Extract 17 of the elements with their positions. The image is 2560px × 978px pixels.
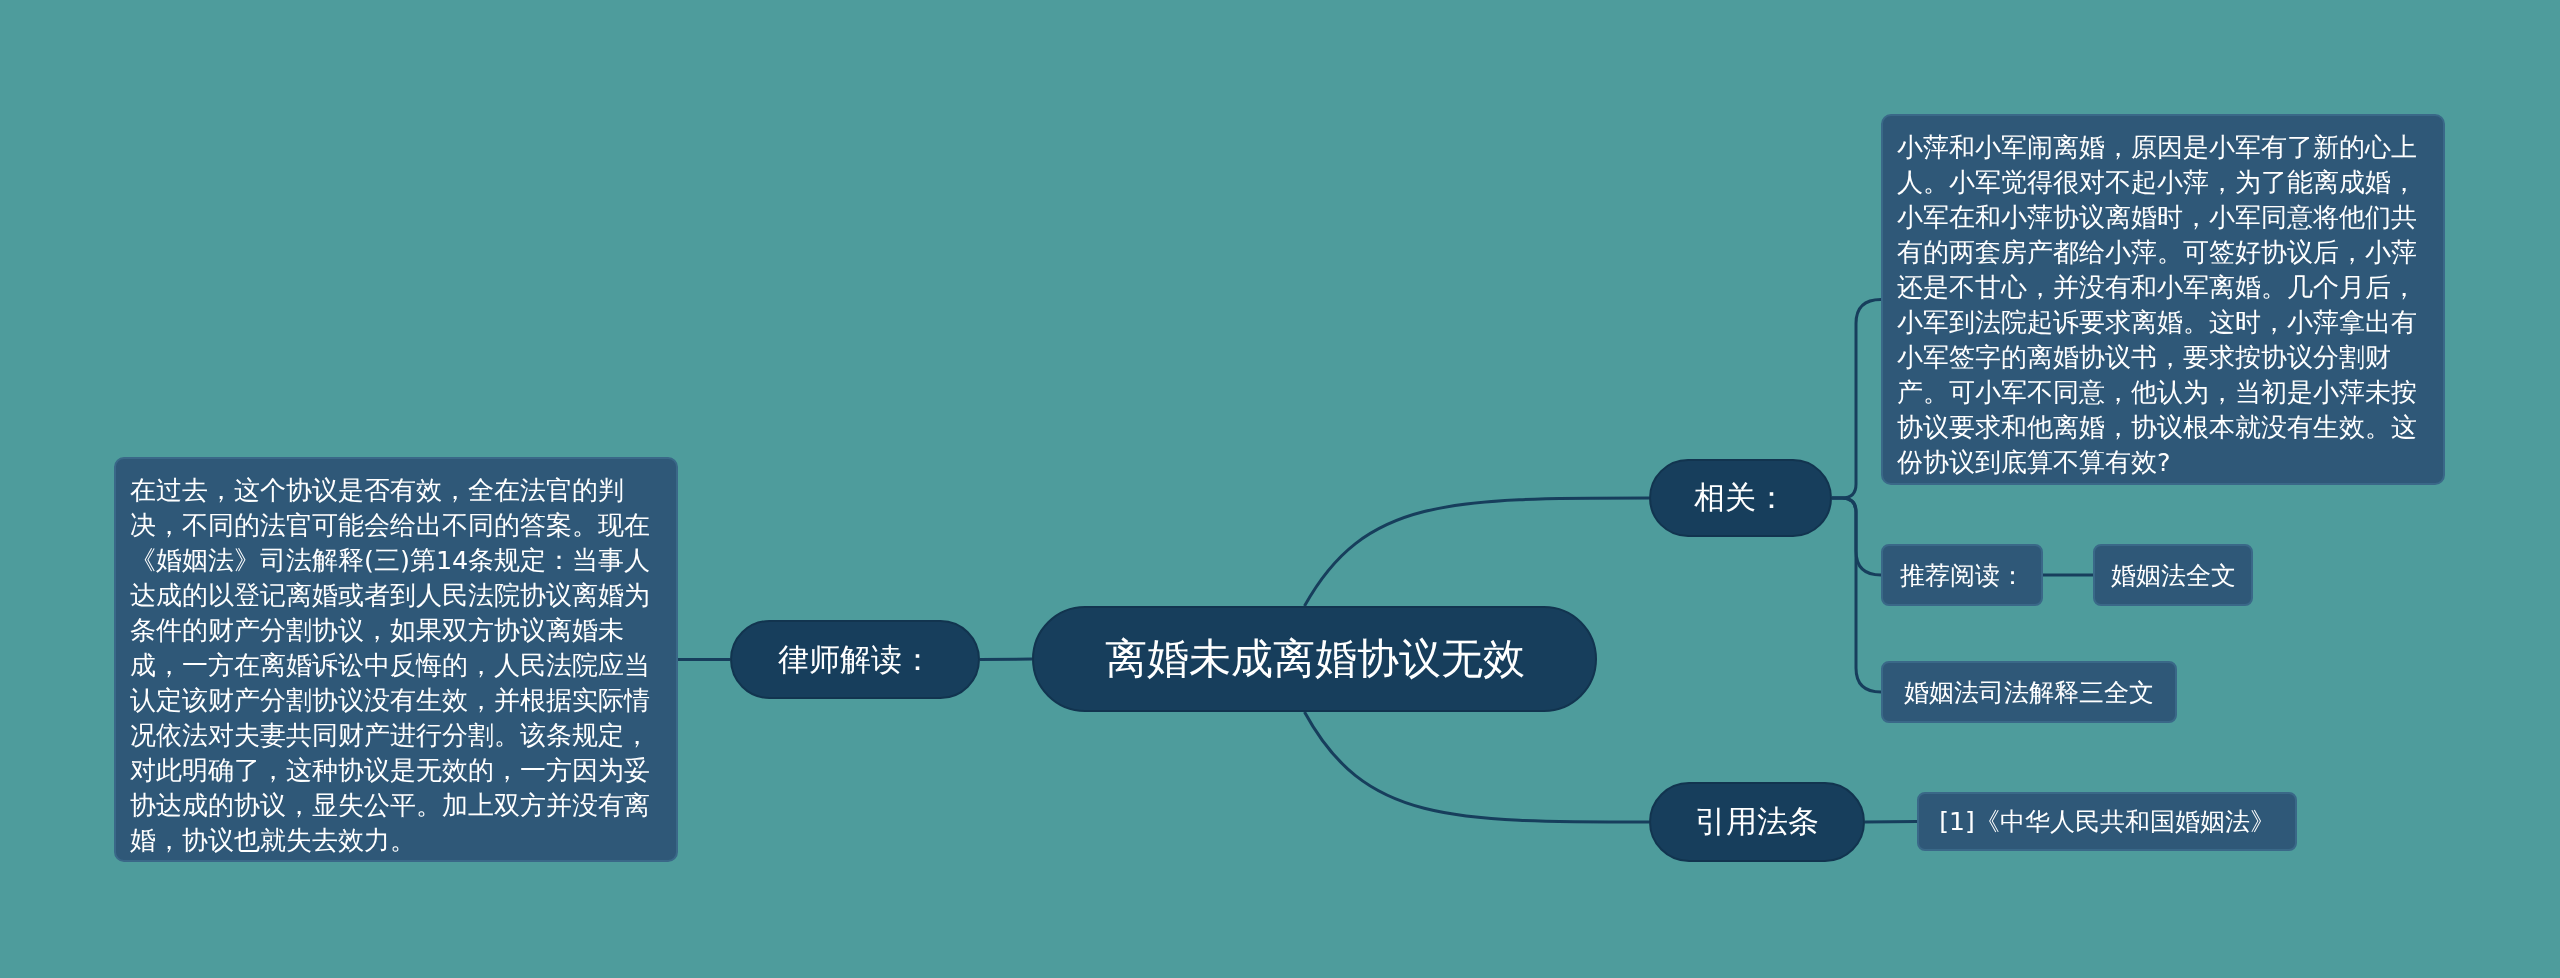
subtopic-box: 婚姻法全文 bbox=[2093, 544, 2253, 606]
connector-line bbox=[1303, 711, 1649, 824]
text-card: 小萍和小军闹离婚，原因是小军有了新的心上人。小军觉得很对不起小萍，为了能离成婚，小军在和小萍协议离婚时，小军同意将他们共有的两套房产都给小萍。可签好协议后，小萍还是不甘心，并没有和小军离婚。几个月后，小军到法院起诉要求离婚。这时，小萍拿出有小军签字的离婚协议书，要求按协议分割财产。可小军不同意，他认为，当初是小萍未按协议要求和他离婚，协议根本就没有生效。这份协议到底算不算有效? bbox=[1881, 114, 2445, 485]
connector-line bbox=[2043, 573, 2093, 577]
subtopic-box: [1]《中华人民共和国婚姻法》 bbox=[1917, 792, 2297, 851]
connector-line bbox=[1832, 496, 1882, 694]
topic-pill: 相关： bbox=[1649, 459, 1832, 537]
subtopic-box: 婚姻法司法解释三全文 bbox=[1881, 661, 2177, 723]
topic-pill: 引用法条 bbox=[1649, 782, 1865, 862]
subtopic-box: 推荐阅读： bbox=[1881, 544, 2043, 606]
connector-line bbox=[1303, 496, 1649, 607]
text-card: 在过去，这个协议是否有效，全在法官的判决，不同的法官可能会给出不同的答案。现在《婚姻法》司法解释(三)第14条规定：当事人达成的以登记离婚或者到人民法院协议离婚为条件的财产分割协议，如果双方协议离婚未成，一方在离婚诉讼中反悔的，人民法院应当认定该财产分割协议没有生效，并根据实际情况依法对夫妻共同财产进行分割。该条规定，对此明确了，这种协议是无效的，一方因为妥协达成的协议，显失公平。加上双方并没有离婚，协议也就失去效力。 bbox=[114, 457, 678, 862]
connector-line bbox=[1865, 820, 1917, 824]
connector-line bbox=[980, 657, 1032, 661]
topic-pill: 律师解读： bbox=[730, 620, 980, 699]
central-topic: 离婚未成离婚协议无效 bbox=[1032, 606, 1597, 712]
connector-line bbox=[678, 658, 730, 661]
